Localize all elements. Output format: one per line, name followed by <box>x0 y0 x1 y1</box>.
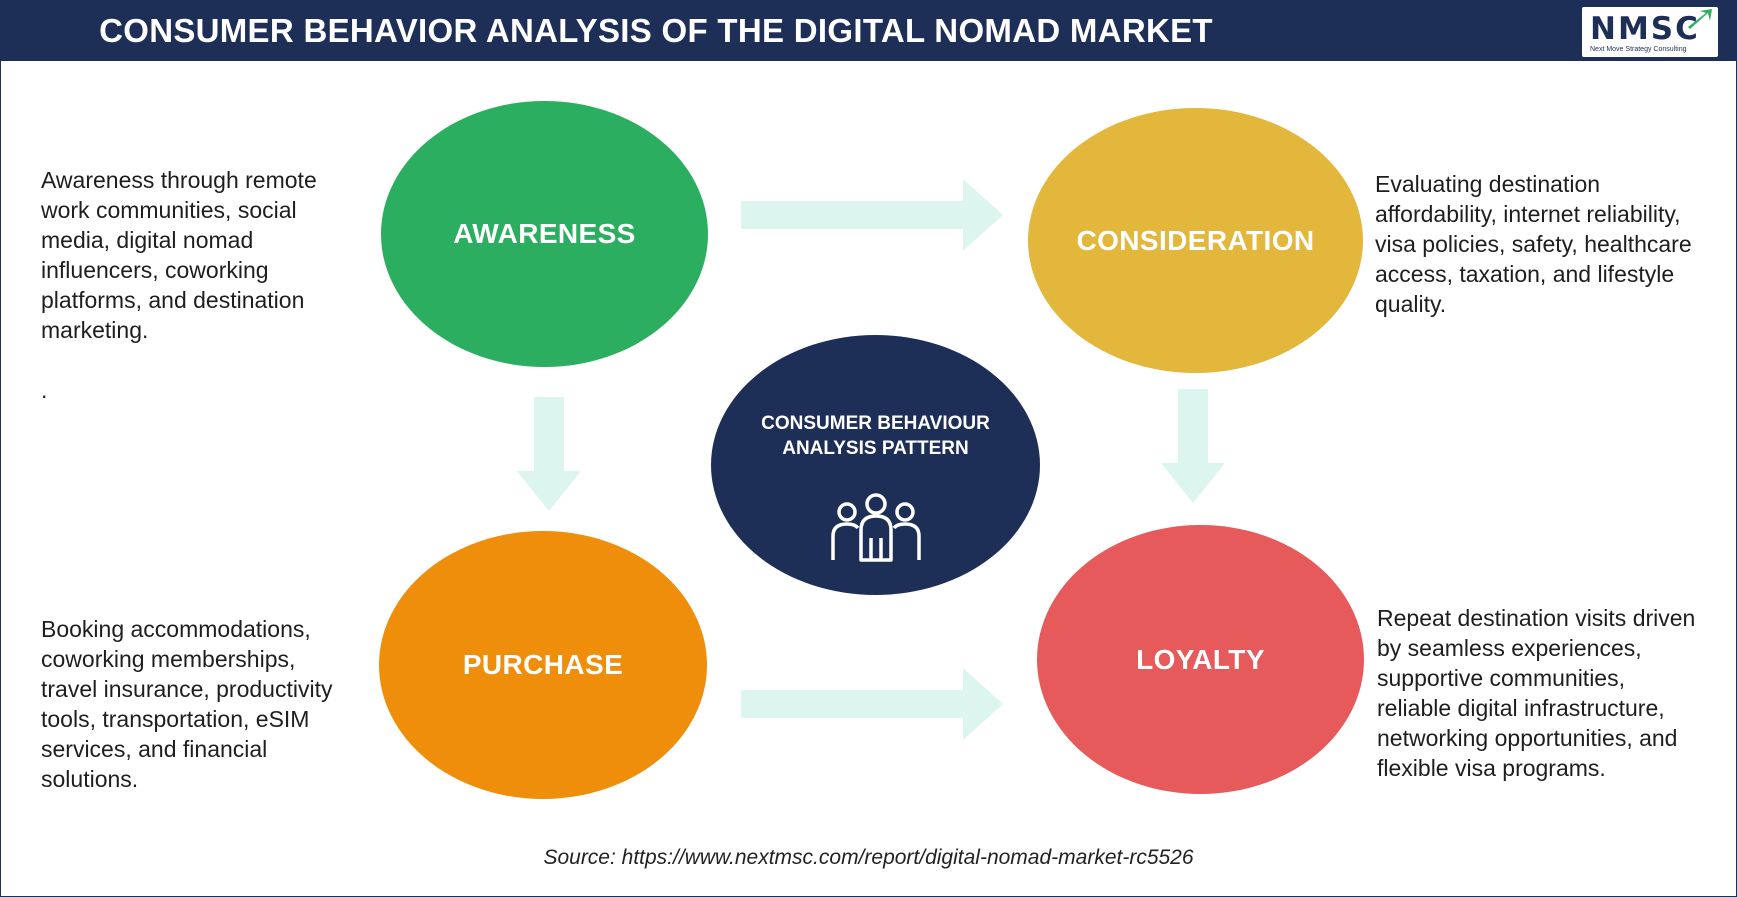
awareness-description: Awareness through remote work communitie… <box>41 165 317 405</box>
logo-arrow-icon <box>1688 9 1712 29</box>
purchase-desc-line: tools, transportation, eSIM <box>41 706 310 732</box>
arrow-purchase-to-loyalty <box>741 668 1003 740</box>
awareness-desc-line: marketing. <box>41 317 149 343</box>
awareness-desc-line: influencers, coworking <box>41 257 269 283</box>
purchase-description: Booking accommodations, coworking member… <box>41 614 332 794</box>
loyalty-desc-line: flexible visa programs. <box>1377 755 1606 781</box>
consideration-desc-line: access, taxation, and lifestyle <box>1375 261 1675 287</box>
loyalty-desc-line: by seamless experiences, <box>1377 635 1642 661</box>
loyalty-desc-line: reliable digital infrastructure, <box>1377 695 1665 721</box>
nmsc-logo: NMSC Next Move Strategy Consulting <box>1582 7 1718 57</box>
awareness-desc-line: . <box>41 377 48 403</box>
awareness-desc-line: platforms, and destination <box>41 287 305 313</box>
source-citation: Source: https://www.nextmsc.com/report/d… <box>543 846 1194 869</box>
arrow-consideration-to-loyalty <box>1161 389 1225 503</box>
awareness-circle: AWARENESS <box>381 101 708 367</box>
purchase-desc-line: Booking accommodations, <box>41 616 311 642</box>
awareness-desc-line: Awareness through remote <box>41 167 317 193</box>
center-label-line-2: ANALYSIS PATTERN <box>782 438 969 459</box>
awareness-label: AWARENESS <box>453 218 636 249</box>
purchase-desc-line: coworking memberships, <box>41 646 296 672</box>
logo-tagline: Next Move Strategy Consulting <box>1590 46 1687 53</box>
center-label-line-1: CONSUMER BEHAVIOUR <box>761 413 990 434</box>
consideration-circle: CONSIDERATION <box>1028 108 1363 373</box>
center-circle: CONSUMER BEHAVIOUR ANALYSIS PATTERN <box>711 335 1040 595</box>
consideration-desc-line: affordability, internet reliability, <box>1375 201 1681 227</box>
purchase-circle: PURCHASE <box>379 531 707 799</box>
consideration-desc-line: quality. <box>1375 291 1447 317</box>
page-title: CONSUMER BEHAVIOR ANALYSIS OF THE DIGITA… <box>99 12 1213 49</box>
loyalty-circle: LOYALTY <box>1037 525 1364 794</box>
loyalty-description: Repeat destination visits driven by seam… <box>1377 603 1695 783</box>
header-bar: CONSUMER BEHAVIOR ANALYSIS OF THE DIGITA… <box>1 1 1736 61</box>
loyalty-desc-line: networking opportunities, and <box>1377 725 1678 751</box>
people-group-icon <box>831 493 921 562</box>
purchase-desc-line: solutions. <box>41 766 139 792</box>
loyalty-desc-line: Repeat destination visits driven <box>1377 605 1696 631</box>
loyalty-label: LOYALTY <box>1136 643 1265 675</box>
loyalty-desc-line: supportive communities, <box>1377 665 1625 691</box>
center-label: CONSUMER BEHAVIOUR ANALYSIS PATTERN <box>711 411 1040 461</box>
arrow-awareness-to-consideration <box>741 179 1003 251</box>
arrow-awareness-to-purchase <box>517 397 581 511</box>
consideration-label: CONSIDERATION <box>1076 224 1315 256</box>
consideration-description: Evaluating destination affordability, in… <box>1375 169 1692 319</box>
consideration-desc-line: Evaluating destination <box>1375 171 1601 197</box>
purchase-desc-line: services, and financial <box>41 736 268 762</box>
logo-text: NMSC <box>1590 11 1700 47</box>
awareness-desc-line: work communities, social <box>41 197 297 223</box>
awareness-desc-line: media, digital nomad <box>41 227 254 253</box>
awareness-desc-line <box>41 345 317 375</box>
consideration-desc-line: visa policies, safety, healthcare <box>1375 231 1692 257</box>
purchase-label: PURCHASE <box>462 649 624 680</box>
purchase-desc-line: travel insurance, productivity <box>41 676 333 702</box>
